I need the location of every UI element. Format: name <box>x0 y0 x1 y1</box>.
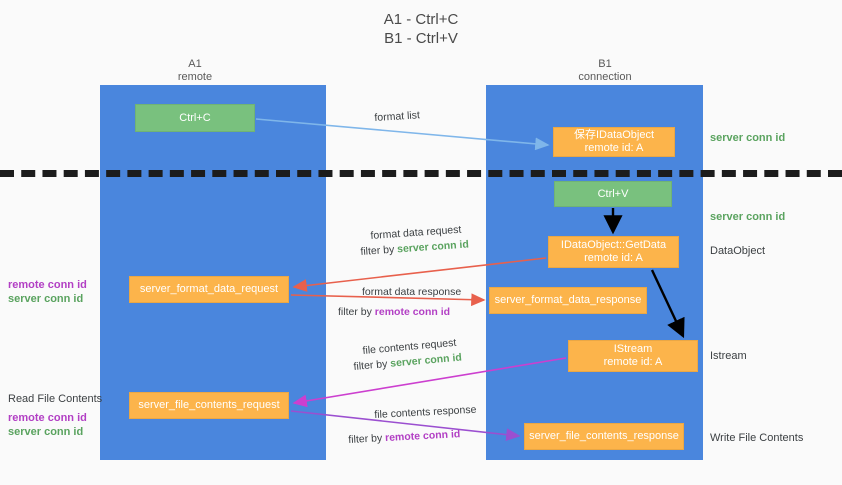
edge-label-file-contents-response-filter: filter by remote conn id <box>348 427 461 447</box>
node-server-format-data-request[interactable]: server_format_data_request <box>129 276 289 303</box>
node-server-format-data-response[interactable]: server_format_data_response <box>489 287 647 314</box>
node-ctrl-c[interactable]: Ctrl+C <box>135 104 255 132</box>
node-idataobject-getdata-line1: IDataObject::GetData <box>560 239 667 251</box>
column-header-a1: A1 remote <box>120 58 270 84</box>
note-read-file-contents: Read File Contents <box>8 393 103 405</box>
node-ctrl-c-label: Ctrl+C <box>179 111 211 124</box>
note-write-file-contents: Write File Contents <box>710 432 804 444</box>
node-server-file-contents-response-label: server_file_contents_response <box>529 430 679 442</box>
filter-value-server-conn-id: server conn id <box>396 238 470 256</box>
filter-prefix: filter by <box>353 357 391 373</box>
note-remote-conn-id-2: remote conn id <box>8 412 87 424</box>
horizontal-dashed-divider <box>0 170 842 177</box>
node-server-format-data-request-label: server_format_data_request <box>139 283 279 295</box>
node-server-file-contents-request[interactable]: server_file_contents_request <box>129 392 289 419</box>
column-header-b1-role: connection <box>578 71 632 83</box>
node-ctrl-v-label: Ctrl+V <box>597 187 629 200</box>
edge-label-format-data-response-filter: filter by remote conn id <box>338 305 450 319</box>
edge-label-format-data-response-text: format data response <box>362 286 462 298</box>
column-header-a1-role: remote <box>177 71 213 83</box>
edge-label-format-list: format list <box>374 108 420 125</box>
note-server-conn-id-top: server conn id <box>710 132 786 144</box>
node-server-format-data-response-label: server_format_data_response <box>494 294 642 306</box>
node-istream-line1: IStream <box>613 343 653 355</box>
title-line-1: A1 - Ctrl+C <box>383 11 459 28</box>
node-save-idataobject-line2: remote id: A <box>584 142 644 154</box>
note-istream: Istream <box>710 350 747 362</box>
note-server-conn-id-mid: server conn id <box>710 211 786 223</box>
node-save-idataobject[interactable]: 保存IDataObject remote id: A <box>553 127 675 157</box>
title-line-2: B1 - Ctrl+V <box>384 30 458 47</box>
filter-value-remote-conn-id: remote conn id <box>374 306 451 318</box>
note-conn-id-block-bottom: remote conn id server conn id <box>8 411 87 439</box>
filter-prefix: filter by <box>348 432 386 446</box>
filter-prefix: filter by <box>360 243 398 258</box>
edge-label-format-list-text: format list <box>374 109 421 124</box>
node-istream-line2: remote id: A <box>603 356 663 368</box>
page-title: A1 - Ctrl+C B1 - Ctrl+V <box>0 10 842 48</box>
filter-prefix: filter by <box>338 306 375 318</box>
edge-label-file-contents-response-text: file contents response <box>374 403 477 421</box>
note-remote-conn-id-1: remote conn id <box>8 279 87 291</box>
column-header-b1-name: B1 <box>598 58 612 70</box>
node-save-idataobject-line1: 保存IDataObject <box>573 129 655 141</box>
column-header-a1-name: A1 <box>188 58 202 70</box>
edge-label-format-data-response: format data response <box>362 285 461 299</box>
note-conn-id-block-top: remote conn id server conn id <box>8 278 87 306</box>
note-dataobject: DataObject <box>710 245 766 257</box>
node-idataobject-getdata[interactable]: IDataObject::GetData remote id: A <box>548 236 679 268</box>
node-server-file-contents-response[interactable]: server_file_contents_response <box>524 423 684 450</box>
node-server-file-contents-request-label: server_file_contents_request <box>138 399 280 411</box>
column-header-b1: B1 connection <box>530 58 680 84</box>
node-istream[interactable]: IStream remote id: A <box>568 340 698 372</box>
filter-value-remote-conn-id: remote conn id <box>384 428 461 445</box>
note-server-conn-id-2: server conn id <box>8 426 84 438</box>
node-ctrl-v[interactable]: Ctrl+V <box>554 181 672 207</box>
node-idataobject-getdata-line2: remote id: A <box>584 252 643 264</box>
edge-label-file-contents-response: file contents response <box>374 403 477 422</box>
note-server-conn-id-1: server conn id <box>8 293 84 305</box>
